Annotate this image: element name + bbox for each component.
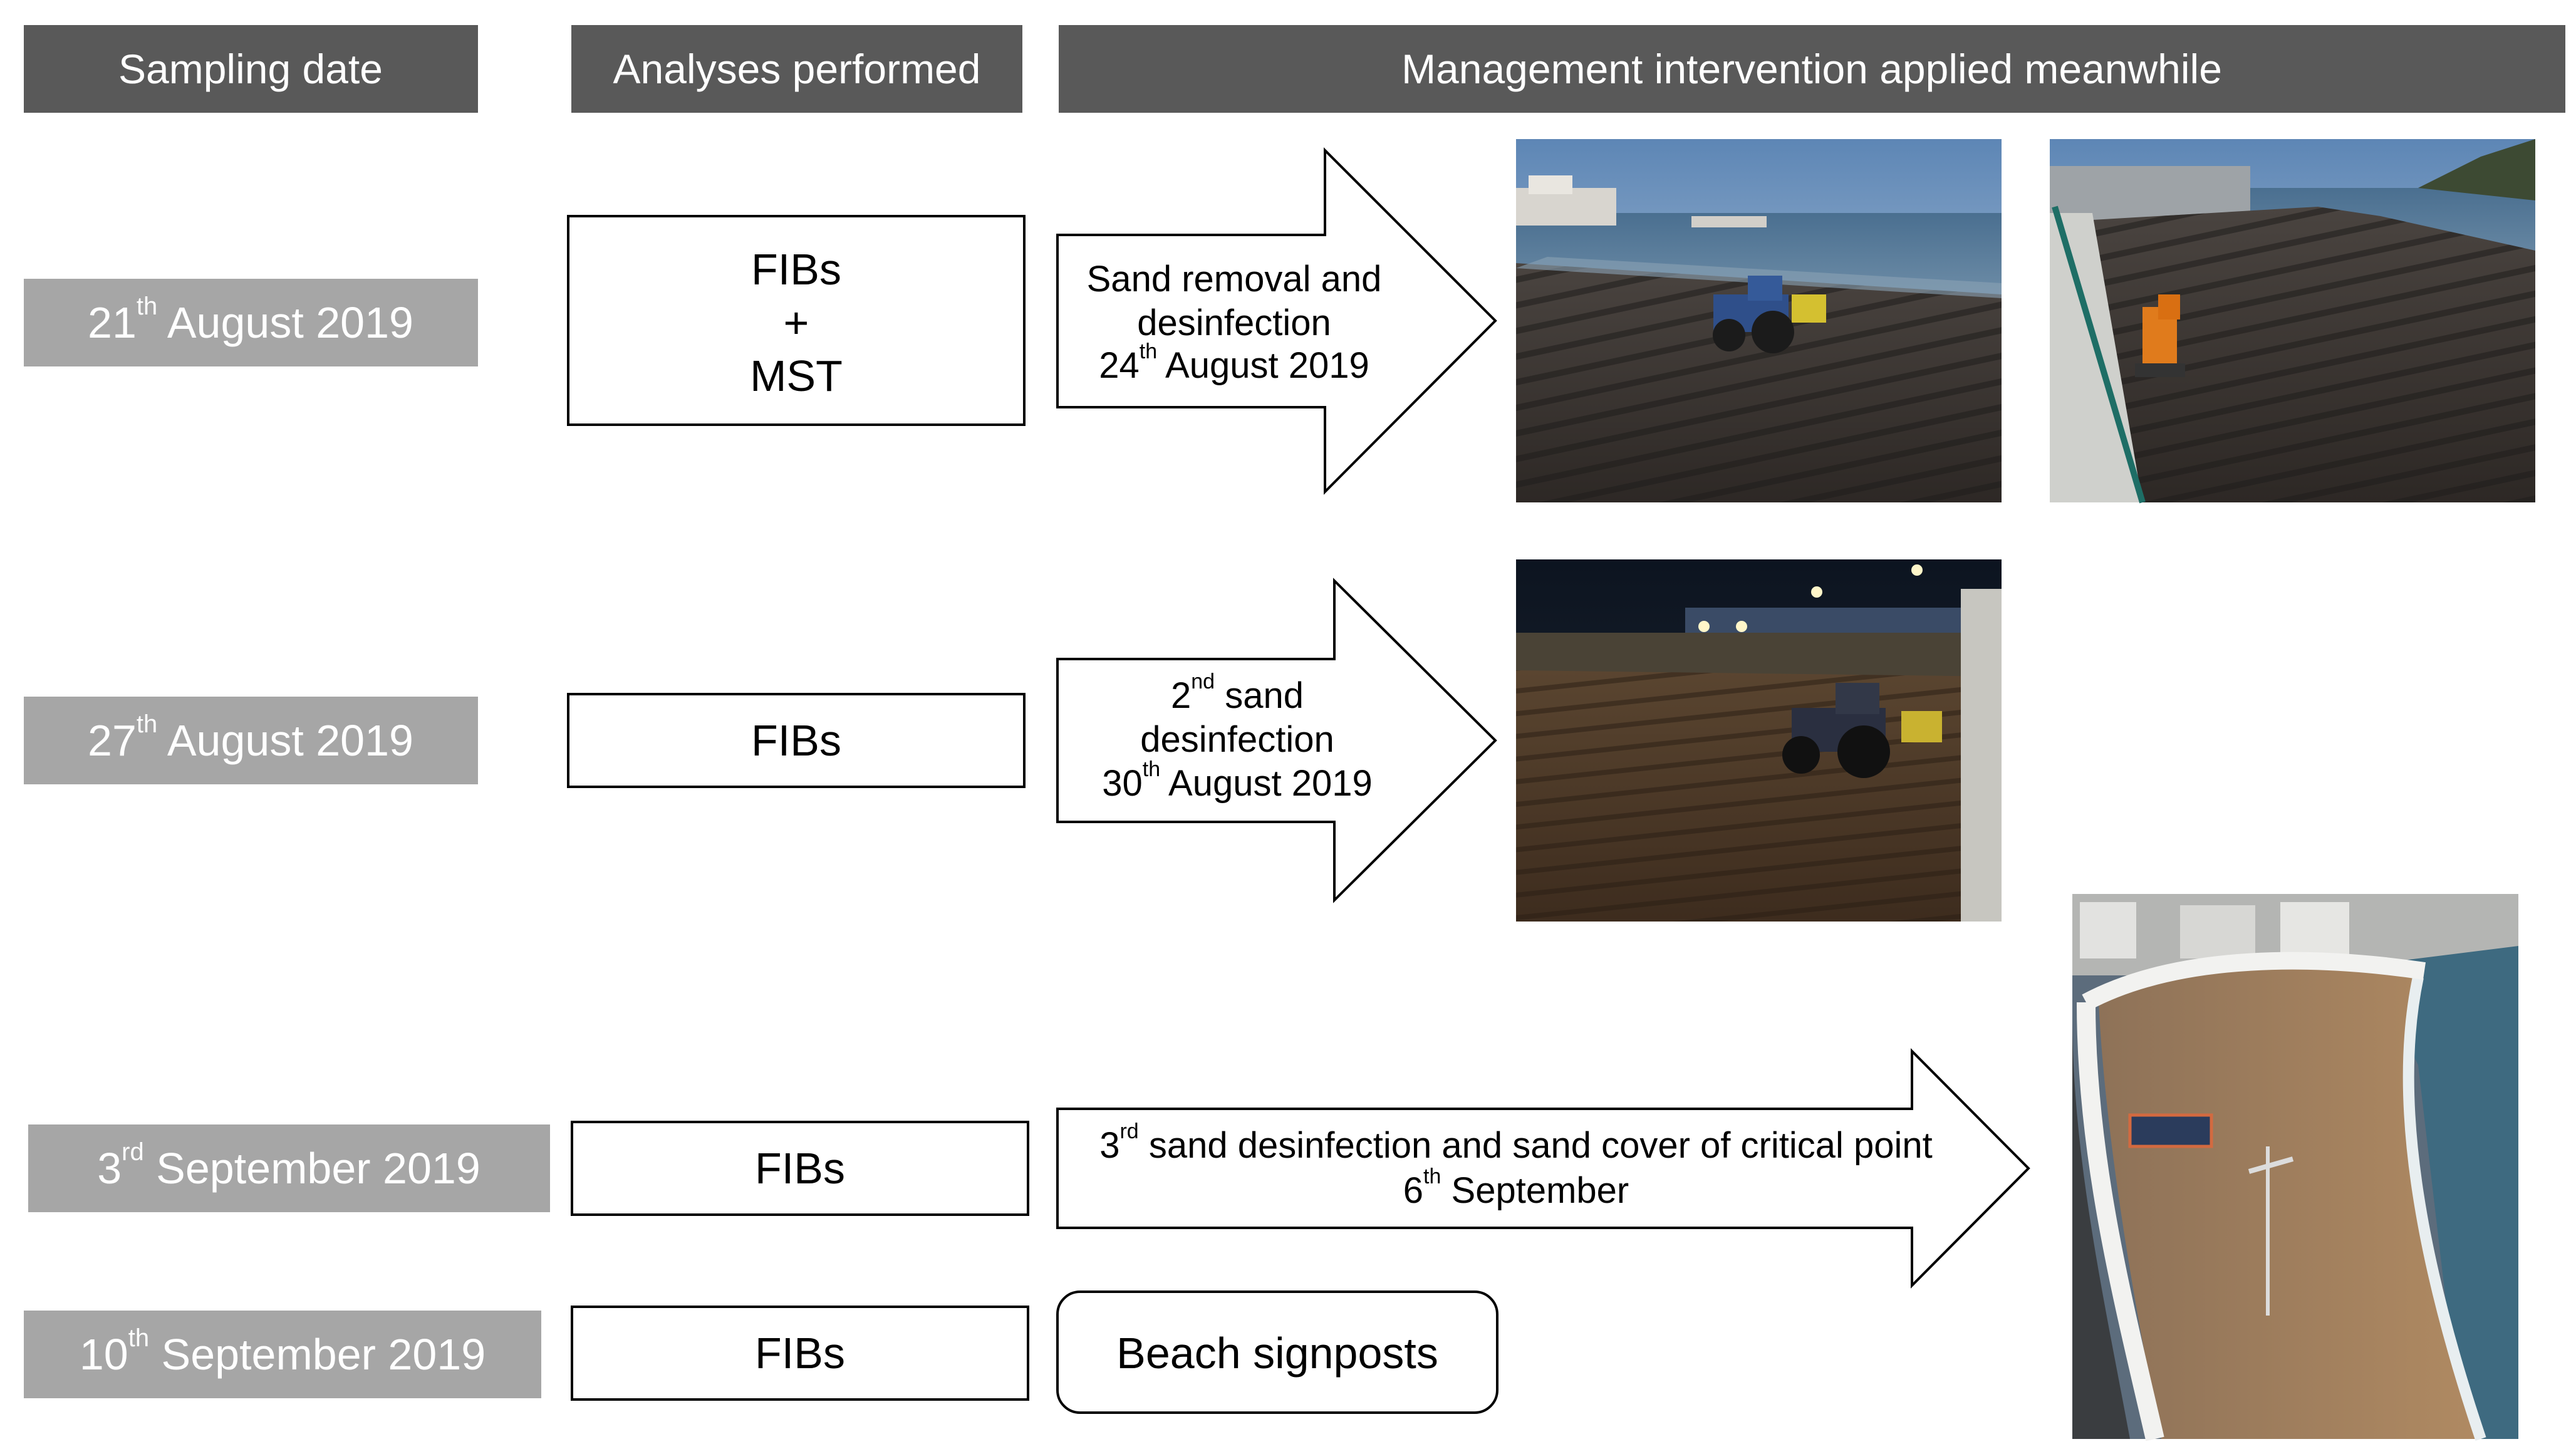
analysis-box-4: FIBs bbox=[571, 1306, 1029, 1401]
analysis-1-line-1: FIBs bbox=[751, 245, 841, 294]
intervention-2-line-1: 2nd sand bbox=[1171, 670, 1304, 716]
intervention-2-line-2: desinfection bbox=[1140, 719, 1334, 760]
date-label-4: 10th September 2019 bbox=[80, 1324, 486, 1379]
analysis-box-2: FIBs bbox=[567, 693, 1026, 788]
analysis-4-label: FIBs bbox=[755, 1329, 845, 1378]
intervention-2-line-3: 30th August 2019 bbox=[1102, 757, 1373, 804]
photo-sand-removal-excavator bbox=[2050, 139, 2535, 504]
photo-beach-signposts bbox=[2072, 894, 2518, 1441]
date-row-3: 3rd September 2019 bbox=[28, 1124, 550, 1212]
photo-sand-removal-tractor bbox=[1516, 139, 2002, 502]
intervention-1-line-2: desinfection bbox=[1137, 303, 1331, 343]
intervention-4-label: Beach signposts bbox=[1116, 1329, 1438, 1378]
date-row-1: 21th August 2019 bbox=[24, 279, 478, 366]
intervention-box-4: Beach signposts bbox=[1056, 1290, 1498, 1414]
intervention-arrow-1: Sand removal and desinfection 24th Augus… bbox=[1056, 147, 1497, 495]
date-row-2: 27th August 2019 bbox=[24, 697, 478, 784]
analysis-box-1: FIBs + MST bbox=[567, 215, 1026, 426]
intervention-1-line-1: Sand removal and bbox=[1087, 259, 1382, 299]
intervention-3-line-2: 6th September bbox=[1403, 1165, 1629, 1211]
intervention-1-line-3: 24th August 2019 bbox=[1099, 340, 1369, 386]
header-analyses-performed: Analyses performed bbox=[571, 25, 1022, 113]
header-sampling-date: Sampling date bbox=[24, 25, 478, 113]
analysis-2-label: FIBs bbox=[751, 716, 841, 765]
header-analyses-label: Analyses performed bbox=[613, 46, 981, 92]
analysis-1-line-3: MST bbox=[750, 351, 843, 400]
header-management-label: Management intervention applied meanwhil… bbox=[1401, 46, 2222, 92]
night-tractor-icon bbox=[1782, 683, 1942, 778]
analysis-box-3: FIBs bbox=[571, 1121, 1029, 1216]
date-label-2: 27th August 2019 bbox=[88, 710, 413, 765]
date-label-3: 3rd September 2019 bbox=[97, 1138, 480, 1193]
intervention-3-line-1: 3rd sand desinfection and sand cover of … bbox=[1099, 1119, 1933, 1166]
date-label-1: 21th August 2019 bbox=[88, 293, 413, 347]
intervention-arrow-3: 3rd sand desinfection and sand cover of … bbox=[1056, 1048, 2030, 1289]
tractor-icon bbox=[1713, 276, 1826, 353]
excavator-icon bbox=[2135, 294, 2185, 377]
analysis-3-label: FIBs bbox=[755, 1144, 845, 1193]
photo-night-desinfection bbox=[1516, 559, 2002, 922]
intervention-arrow-2: 2nd sand desinfection 30th August 2019 bbox=[1056, 578, 1497, 903]
header-sampling-date-label: Sampling date bbox=[118, 46, 383, 92]
date-row-4: 10th September 2019 bbox=[24, 1311, 541, 1398]
analysis-1-line-2: + bbox=[784, 298, 809, 347]
header-management-intervention: Management intervention applied meanwhil… bbox=[1059, 25, 2565, 113]
